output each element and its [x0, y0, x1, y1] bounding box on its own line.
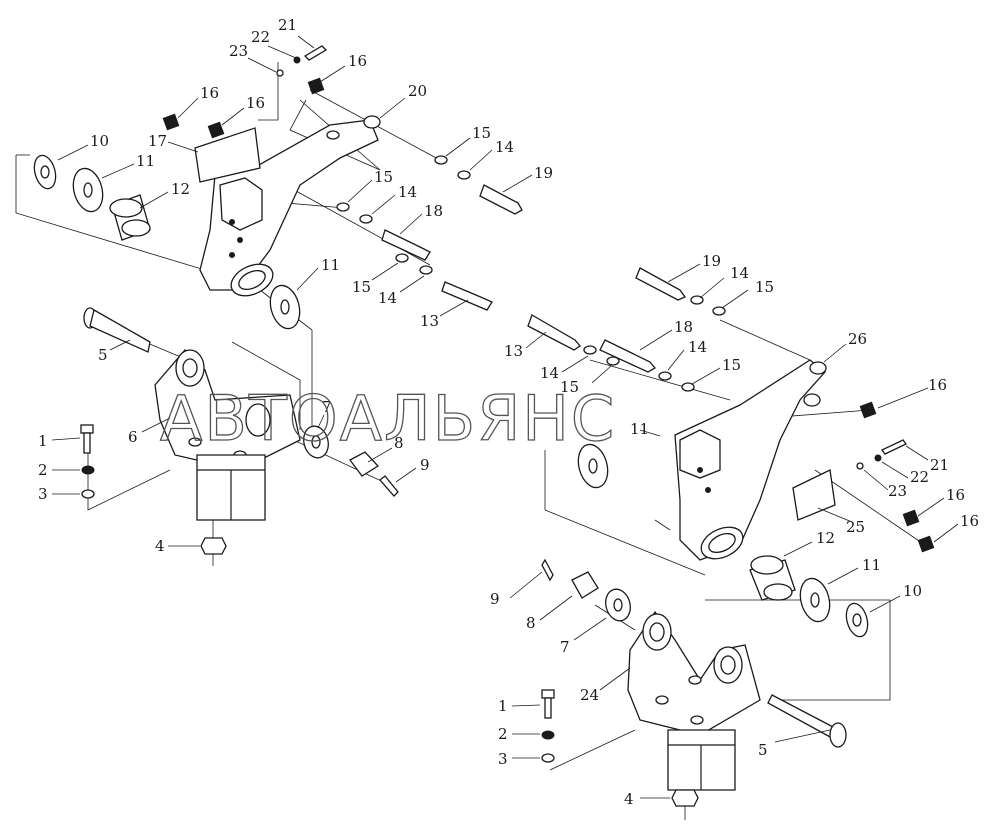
callout-left-11b: 11 — [321, 256, 340, 274]
callout-left-15a: 15 — [472, 124, 491, 142]
right-bolts-top — [527, 267, 726, 392]
callout-left-16a: 16 — [348, 52, 367, 70]
callout-right-4: 4 — [624, 790, 634, 808]
right-pin-5 — [767, 694, 847, 748]
callout-right-2: 2 — [498, 725, 508, 743]
right-mounting-plate — [792, 469, 836, 521]
callout-left-2: 2 — [38, 461, 48, 479]
callout-right-14c: 14 — [540, 364, 559, 382]
callout-left-4: 4 — [155, 537, 165, 555]
callout-right-15b: 15 — [722, 356, 741, 374]
callout-right-15a: 15 — [755, 278, 774, 296]
callout-right-16a: 16 — [928, 376, 947, 394]
callout-right-16c: 16 — [960, 512, 979, 530]
watermark-text: АВТОАЛЬЯНС — [160, 382, 616, 455]
callout-left-10: 10 — [90, 132, 109, 150]
left-top-nuts — [162, 45, 328, 139]
callout-left-3: 3 — [38, 485, 48, 503]
left-base-bracket — [154, 349, 301, 521]
callout-leaders — [51, 35, 959, 799]
callout-right-12: 12 — [816, 529, 835, 547]
callout-right-14b: 14 — [688, 338, 707, 356]
callout-left-11a: 11 — [136, 152, 155, 170]
callout-left-23: 23 — [229, 42, 248, 60]
callout-left-15c: 15 — [352, 278, 371, 296]
callout-right-18: 18 — [674, 318, 693, 336]
callout-right-24: 24 — [580, 686, 599, 704]
callout-left-15b: 15 — [374, 168, 393, 186]
callout-left-17: 17 — [148, 132, 167, 150]
right-assembly — [527, 267, 935, 820]
callout-right-22: 22 — [910, 468, 929, 486]
callout-left-1: 1 — [38, 432, 48, 450]
callout-right-26: 26 — [848, 330, 867, 348]
callout-right-19: 19 — [702, 252, 721, 270]
callout-right-21: 21 — [930, 456, 949, 474]
callout-right-15c: 15 — [560, 378, 579, 396]
left-fasteners-bottom — [80, 424, 227, 566]
right-base-bracket — [627, 610, 761, 791]
callout-left-13: 13 — [420, 312, 439, 330]
callout-left-7: 7 — [322, 398, 332, 416]
callout-right-5: 5 — [758, 741, 768, 759]
callout-left-21: 21 — [278, 16, 297, 34]
callout-left-9: 9 — [420, 456, 430, 474]
right-nuts — [856, 401, 935, 553]
callouts-right: 19 14 15 13 18 14 15 14 15 26 16 11 21 2… — [490, 252, 979, 808]
callout-right-23: 23 — [888, 482, 907, 500]
callout-left-16c: 16 — [246, 94, 265, 112]
callout-left-19: 19 — [534, 164, 553, 182]
left-mounting-plate — [194, 127, 261, 183]
right-pin-retainers — [541, 558, 631, 622]
callout-left-16b: 16 — [200, 84, 219, 102]
callout-left-20: 20 — [408, 82, 427, 100]
callout-right-10: 10 — [903, 582, 922, 600]
callout-left-8: 8 — [394, 434, 404, 452]
callout-right-13: 13 — [504, 342, 523, 360]
callout-right-16b: 16 — [946, 486, 965, 504]
right-washer-bushing — [577, 443, 869, 638]
left-bolts — [336, 155, 523, 311]
left-pivot-arm — [194, 115, 381, 297]
callout-right-3: 3 — [498, 750, 508, 768]
callout-left-22: 22 — [251, 28, 270, 46]
callout-left-5: 5 — [98, 346, 108, 364]
left-assembly — [15, 45, 523, 566]
callout-right-9: 9 — [490, 590, 500, 608]
callout-right-8: 8 — [526, 614, 536, 632]
callout-right-11a: 11 — [630, 420, 649, 438]
left-pin-5 — [83, 307, 151, 353]
callout-right-1: 1 — [498, 697, 508, 715]
left-washers-bushing — [33, 154, 151, 241]
callout-left-12: 12 — [171, 180, 190, 198]
callout-right-14a: 14 — [730, 264, 749, 282]
left-washer-11 — [269, 284, 301, 330]
callouts-left: 21 22 23 16 16 16 20 17 10 11 12 15 14 1… — [38, 16, 553, 555]
callout-left-14b: 14 — [398, 183, 417, 201]
callout-right-25: 25 — [846, 518, 865, 536]
right-fasteners-bottom — [541, 689, 699, 820]
callout-left-18: 18 — [424, 202, 443, 220]
callout-left-6: 6 — [128, 428, 138, 446]
right-pivot-arm — [674, 359, 836, 561]
callout-left-14a: 14 — [495, 138, 514, 156]
callout-left-14c: 14 — [378, 289, 397, 307]
left-pin-retainers — [303, 425, 399, 497]
callout-right-7: 7 — [560, 638, 570, 656]
callout-right-11b: 11 — [862, 556, 881, 574]
